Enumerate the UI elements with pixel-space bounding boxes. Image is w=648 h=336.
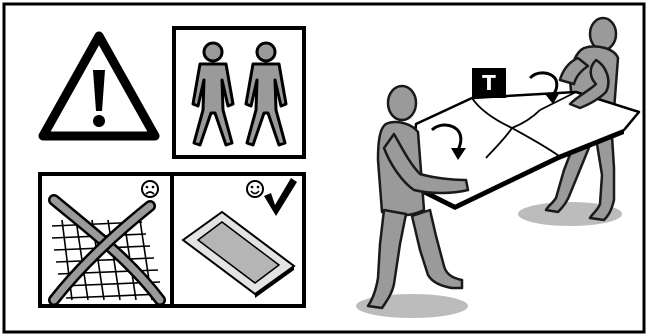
- sad-face-icon: [142, 181, 158, 197]
- panel-label-text: T: [482, 71, 496, 95]
- happy-face-icon: [247, 181, 263, 197]
- warning-triangle-icon: [43, 36, 155, 136]
- two-person-lift-icon: [174, 28, 304, 157]
- panel-label-badge: T: [472, 68, 506, 98]
